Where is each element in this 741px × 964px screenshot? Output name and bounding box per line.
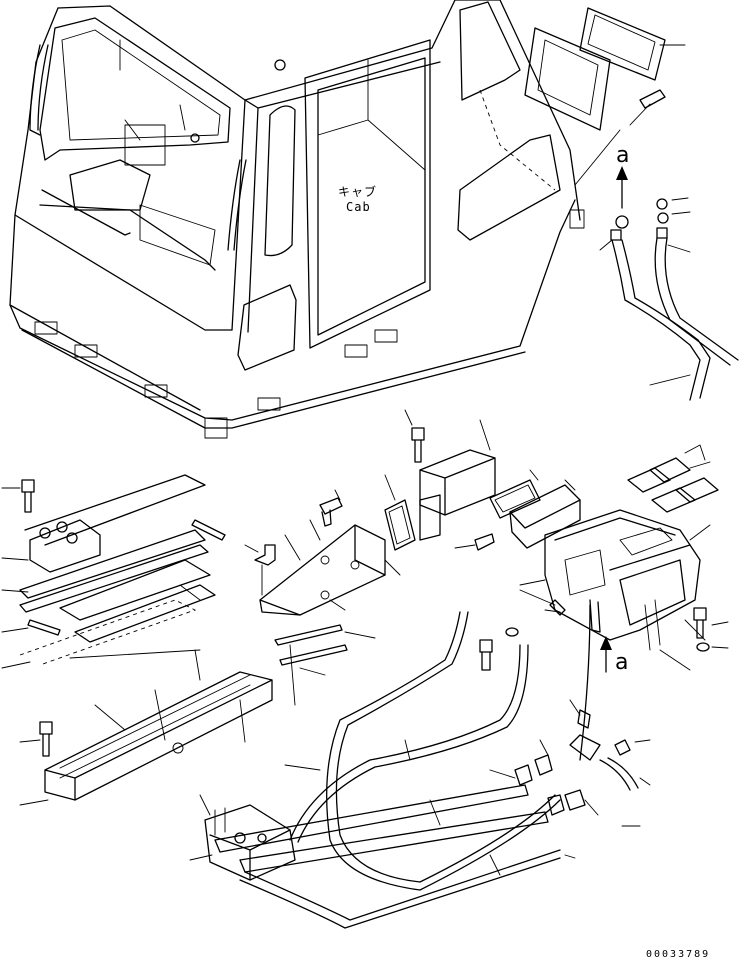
air-conditioner-unit [519,444,729,671]
view-a-arrow-bottom [600,636,612,673]
heater-hose-set [214,589,651,929]
roof-vent-parts [524,7,686,186]
left-duct-assembly [1,474,226,669]
floor-duct [19,649,273,806]
view-marker-a-bottom: a [615,650,629,675]
angled-duct [244,489,401,706]
cab-label-japanese: キャブ [338,185,378,199]
cab-assembly [9,0,585,439]
water-valve [189,794,296,881]
view-a-arrow-top [616,166,628,209]
cab-label-english: Cab [346,200,371,214]
drawing-number: 00033789 [646,949,711,960]
drain-hose-set [599,197,739,401]
view-marker-a-top: a [616,143,630,168]
center-ducts [384,409,581,551]
